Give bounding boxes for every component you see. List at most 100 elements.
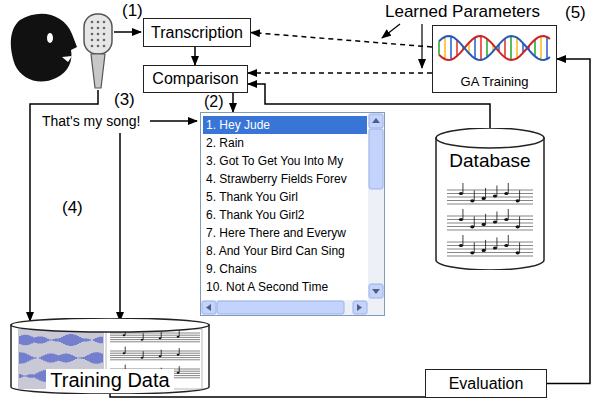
training-box: GA Training (432, 25, 557, 93)
drawing-part (493, 194, 497, 197)
drawing-part (508, 209, 509, 220)
drawing-part (97, 33, 100, 36)
drawing-part (110, 357, 200, 358)
list-item: 2. Rain (203, 134, 367, 152)
drawing-part (372, 289, 380, 294)
drawing-part (447, 197, 533, 198)
database-cylinder: Database (435, 128, 545, 270)
parameter-leader (382, 24, 400, 38)
drawing-part (447, 230, 533, 231)
microphone-handle (91, 54, 105, 88)
drawing-part (474, 38, 476, 59)
drawing-part (508, 235, 509, 246)
drawing-part (110, 355, 200, 356)
drawing-part (504, 218, 508, 221)
drawing-part (493, 246, 497, 249)
drawing-part (519, 190, 520, 201)
list-item: 5. Thank You Girl (203, 188, 367, 206)
drawing-part (459, 192, 463, 195)
drawing-part (474, 216, 475, 227)
drawing-part (516, 38, 518, 59)
drawing-part (447, 256, 533, 257)
drawing-part (353, 301, 367, 314)
annotation: Learned Parameters (385, 2, 540, 22)
process-box: Transcription (143, 18, 251, 47)
drawing-part (485, 214, 486, 225)
drawing-part (436, 138, 544, 270)
selection-leader (150, 120, 197, 122)
drawing-part (546, 37, 548, 59)
callout-number: (4) (62, 198, 83, 218)
drawing-part (436, 128, 544, 148)
drawing-part (206, 304, 211, 311)
node-label: GA Training (461, 74, 529, 89)
drawing-part (217, 301, 344, 314)
drawing-part (91, 45, 94, 48)
drawing-part (470, 251, 474, 254)
drawing-part (480, 36, 482, 60)
drawing-part (103, 27, 106, 30)
connector (194, 47, 196, 65)
drawing-part (110, 359, 200, 360)
drawing-part (504, 244, 508, 247)
drawing-part (459, 244, 463, 247)
drawing-part (447, 223, 533, 224)
drawing-part (357, 304, 362, 311)
node-label: Comparison (152, 70, 238, 88)
drawing-part (91, 21, 94, 24)
drawing-part (504, 39, 506, 58)
drawing-part (369, 114, 383, 128)
drawing-part (110, 341, 200, 342)
drawing-part (462, 235, 463, 246)
drawing-part (496, 237, 497, 248)
process-box: Comparison (143, 65, 248, 93)
drawing-part (91, 33, 94, 36)
drawing-part (540, 36, 542, 60)
drawing-part (482, 223, 486, 226)
drawing-part (486, 39, 488, 58)
list-item: 3. Got To Get You Into My (203, 152, 367, 170)
drawing-part (20, 352, 102, 364)
drawing-part (161, 350, 162, 357)
connector (547, 59, 590, 384)
drawing-part (110, 337, 200, 338)
drawing-part (447, 249, 533, 250)
cylinder-outline (435, 128, 545, 270)
drawing-part (97, 39, 100, 42)
drawing-part (482, 197, 486, 200)
drawing-part (474, 242, 475, 253)
microphone-grille (91, 21, 106, 48)
drawing-part (447, 226, 533, 227)
drawing-part (456, 40, 458, 56)
drawing-part (103, 33, 106, 36)
list-item: 1. Hey Jude (203, 116, 367, 134)
drawing-part (97, 27, 100, 30)
drawing-part (110, 351, 200, 352)
node-label: Training Data (46, 369, 173, 391)
drawing-part (516, 225, 520, 228)
drawing-part (462, 209, 463, 220)
result-list: 1. Hey Jude2. Rain3. Got To Get You Into… (200, 112, 385, 316)
drawing-part (493, 220, 497, 223)
drawing-part (201, 300, 368, 315)
drawing-part (143, 351, 144, 358)
callout-number: (1) (122, 1, 143, 21)
drawing-part (11, 325, 209, 394)
drawing-part (438, 41, 440, 55)
face-eye (47, 33, 53, 43)
label-to-training-data (119, 133, 121, 321)
drawing-part (97, 45, 100, 48)
drawing-part (496, 185, 497, 196)
drawing-part (110, 339, 200, 340)
drawing-part (103, 45, 106, 48)
process-box: Evaluation (425, 369, 547, 398)
drawing-part (519, 242, 520, 253)
drawing-part (179, 366, 180, 373)
drawing-part (510, 36, 512, 60)
drawing-part (91, 27, 94, 30)
drawing-part (508, 183, 509, 194)
data-cylinder: Training Data (10, 318, 210, 394)
drawing-part (439, 36, 550, 60)
drawing-part (447, 242, 533, 243)
drawing-part (110, 335, 200, 336)
